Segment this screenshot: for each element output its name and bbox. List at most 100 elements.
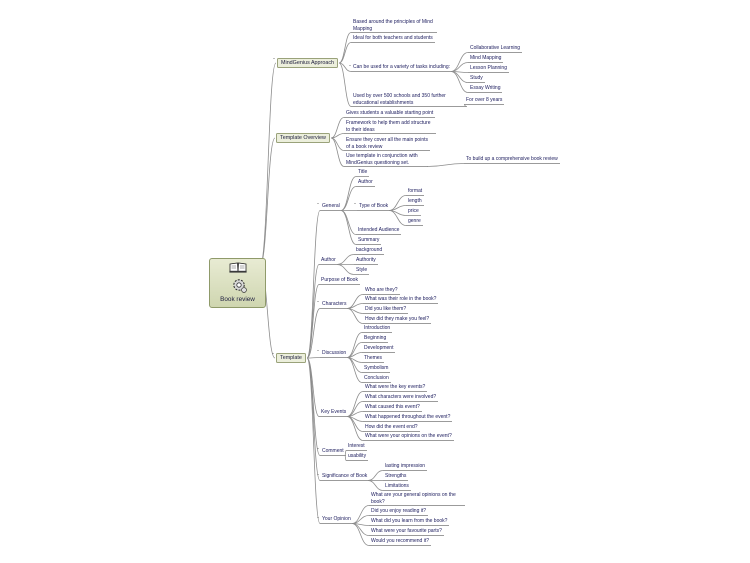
node-price[interactable]: price <box>408 208 419 214</box>
collapse-toggle[interactable]: - <box>273 56 275 62</box>
collapse-toggle[interactable]: - <box>317 201 319 207</box>
node-summary[interactable]: Summary <box>358 237 380 243</box>
node-variety-of-tasks[interactable]: Can be used for a variety of tasks inclu… <box>353 64 450 70</box>
node-enjoy-reading[interactable]: Did you enjoy reading it? <box>371 508 427 514</box>
central-topic[interactable]: Book review <box>209 258 266 308</box>
node-characters[interactable]: Characters <box>322 301 347 307</box>
node-mind-mapping[interactable]: Mind Mapping <box>470 55 502 61</box>
node-interest[interactable]: Interest <box>348 443 365 449</box>
node-general-opinions[interactable]: What are your general opinions on the bo… <box>371 492 456 505</box>
node-development[interactable]: Development <box>364 345 394 351</box>
connector <box>344 455 347 461</box>
node-lesson-planning[interactable]: Lesson Planning <box>470 65 507 71</box>
node-beginning[interactable]: Beginning <box>364 335 387 341</box>
node-ideal-for-both[interactable]: Ideal for both teachers and students <box>353 35 433 41</box>
connector <box>450 52 469 72</box>
node-symbolism[interactable]: Symbolism <box>364 365 389 371</box>
connector <box>338 62 352 72</box>
node-comprehensive-review[interactable]: To build up a comprehensive book review <box>466 156 558 162</box>
node-what-learn[interactable]: What did you learn from the book? <box>371 518 448 524</box>
node-style[interactable]: Style <box>356 267 368 273</box>
node-strengths[interactable]: Strengths <box>385 473 407 479</box>
node-lasting-impression[interactable]: lasting impression <box>385 463 426 469</box>
node-author[interactable]: Author <box>321 257 336 263</box>
connector <box>346 416 364 441</box>
node-favourite-parts[interactable]: What were your favourite parts? <box>371 528 442 534</box>
branch-mindgenius-approach[interactable]: MindGenius Approach <box>277 58 339 68</box>
node-recommend[interactable]: Would you recommend it? <box>371 538 429 544</box>
node-study[interactable]: Study <box>470 75 483 81</box>
node-what-caused[interactable]: What caused this event? <box>365 404 420 410</box>
node-your-opinion[interactable]: Your Opinion <box>322 516 351 522</box>
collapse-toggle[interactable]: - <box>272 351 274 357</box>
node-framework-structure[interactable]: Framework to help them add structure to … <box>346 120 431 133</box>
node-genre[interactable]: genre <box>408 218 421 224</box>
node-title[interactable]: Title <box>358 169 368 175</box>
node-key-events[interactable]: Key Events <box>321 409 347 415</box>
node-valuable-starting-point[interactable]: Gives students a valuable starting point <box>346 110 434 116</box>
collapse-toggle[interactable]: - <box>317 299 319 305</box>
node-for-over-8-years[interactable]: For over 8 years <box>466 97 503 103</box>
node-discussion[interactable]: Discussion <box>322 350 347 356</box>
node-length[interactable]: length <box>408 198 422 204</box>
node-role-in-book[interactable]: What was their role in the book? <box>365 296 437 302</box>
branch-template-overview[interactable]: Template Overview <box>276 133 330 143</box>
branch-template[interactable]: Template <box>276 353 306 363</box>
node-mind-mapping-principles[interactable]: Based around the principles of Mind Mapp… <box>353 19 433 32</box>
collapse-toggle[interactable]: - <box>317 515 319 521</box>
connector <box>450 62 469 72</box>
node-conclusion[interactable]: Conclusion <box>364 375 389 381</box>
connector <box>344 450 347 456</box>
node-cover-main-points[interactable]: Ensure they cover all the main points of… <box>346 137 428 150</box>
node-background[interactable]: background <box>356 247 383 253</box>
node-collaborative-learning[interactable]: Collaborative Learning <box>470 45 521 51</box>
book-icon <box>229 262 247 273</box>
node-limitations[interactable]: Limitations <box>385 483 409 489</box>
node-purpose-of-book[interactable]: Purpose of Book <box>321 277 358 283</box>
connector <box>450 71 469 93</box>
collapse-toggle[interactable]: - <box>317 472 319 478</box>
node-what-key-events[interactable]: What were the key events? <box>365 384 426 390</box>
collapse-toggle[interactable]: - <box>317 348 319 354</box>
node-how-end[interactable]: How did the event end? <box>365 424 418 430</box>
connector <box>351 523 370 546</box>
node-general[interactable]: General <box>322 203 340 209</box>
node-author-general[interactable]: Author <box>358 179 373 185</box>
connector <box>306 357 321 359</box>
node-usability[interactable]: usability <box>348 453 367 459</box>
node-what-happened[interactable]: What happened throughout the event? <box>365 414 451 420</box>
connector <box>340 186 357 211</box>
connector <box>259 137 276 267</box>
connector <box>463 104 467 107</box>
connector <box>306 357 321 524</box>
connector <box>346 357 363 383</box>
collapse-toggle[interactable]: - <box>317 446 319 452</box>
node-like-them[interactable]: Did you like them? <box>365 306 407 312</box>
node-opinions-event[interactable]: What were your opinions on the event? <box>365 433 452 439</box>
node-use-template[interactable]: Use template in conjunction with MindGen… <box>346 153 418 166</box>
connector <box>338 62 352 107</box>
node-type-of-book[interactable]: Type of Book <box>359 203 389 209</box>
node-intended-audience[interactable]: Intended Audience <box>358 227 400 233</box>
node-significance[interactable]: Significance of Book <box>322 473 368 479</box>
connector <box>351 505 370 524</box>
collapse-toggle[interactable]: - <box>349 63 351 69</box>
node-authority[interactable]: Authority <box>356 257 376 263</box>
node-introduction[interactable]: Introduction <box>364 325 391 331</box>
gear-icon <box>233 279 247 293</box>
node-comment[interactable]: Comment <box>322 448 344 454</box>
node-who-are-they[interactable]: Who are they? <box>365 287 398 293</box>
collapse-toggle[interactable]: - <box>354 201 356 207</box>
connector <box>330 133 345 139</box>
node-essay-writing[interactable]: Essay Writing <box>470 85 501 91</box>
connector <box>330 117 345 139</box>
node-characters-involved[interactable]: What characters were involved? <box>365 394 437 400</box>
node-used-by-schools[interactable]: Used by over 500 schools and 350 further… <box>353 93 446 106</box>
node-format[interactable]: format <box>408 188 423 194</box>
connector <box>346 391 364 417</box>
node-themes[interactable]: Themes <box>364 355 383 361</box>
connector <box>426 163 465 167</box>
connector <box>450 71 469 83</box>
node-make-you-feel[interactable]: How did they make you feel? <box>365 316 430 322</box>
